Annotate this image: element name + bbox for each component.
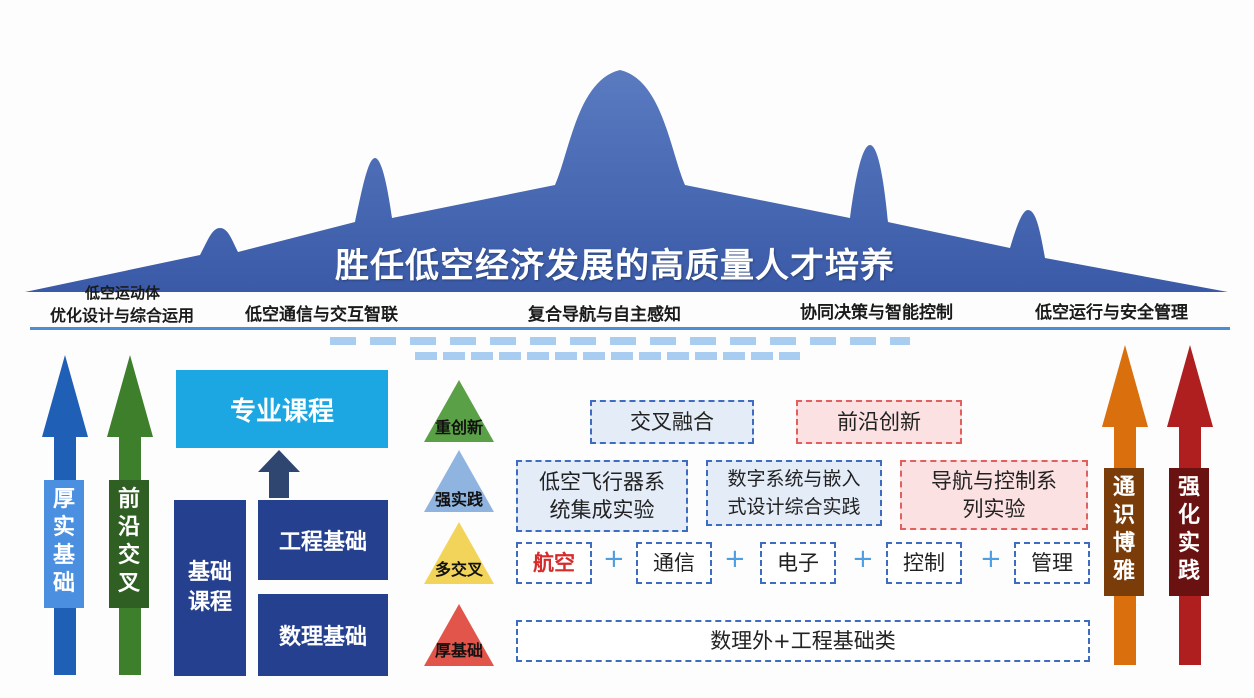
engineering-foundation: 工程基础 — [258, 500, 388, 580]
mountain-silhouette — [25, 70, 1228, 292]
level-foundation: 厚基础 — [434, 641, 483, 660]
basic-course-label: 基础课程 — [187, 560, 232, 615]
basic-course: 基础课程 — [174, 500, 246, 676]
level-innovation: 重创新 — [434, 418, 483, 437]
label-text: 强化实践 — [1178, 475, 1201, 584]
label-text: 厚实基础 — [53, 487, 76, 596]
discipline-control: 控制 — [886, 542, 962, 584]
box-line: 导航与控制系 — [931, 469, 1057, 493]
direction-low-altitude-body: 低空运动体 — [85, 284, 161, 302]
discipline-electronics: 电子 — [760, 542, 836, 584]
dashed-connector — [330, 337, 910, 345]
professional-course: 专业课程 — [176, 370, 388, 448]
box-line: 式设计综合实践 — [727, 496, 861, 518]
label-text: 通识博雅 — [1113, 475, 1136, 584]
box-line: 低空飞行器系 — [539, 470, 665, 494]
vertical-label-frontier-cross: 前沿交叉 — [109, 480, 149, 608]
triangle-icon — [424, 522, 494, 584]
box-navigation-control-experiment: 导航与控制系 列实验 — [900, 460, 1088, 530]
box-line: 列实验 — [962, 497, 1026, 521]
banner-title: 胜任低空经济发展的高质量人才培养 — [335, 246, 895, 286]
box-aircraft-integration-experiment: 低空飞行器系 统集成实验 — [516, 460, 688, 532]
vertical-label-solid-foundation: 厚实基础 — [44, 480, 84, 608]
discipline-aviation: 航空 — [516, 542, 592, 584]
vertical-label-liberal-education: 通识博雅 — [1104, 468, 1144, 596]
plus-icon: + — [980, 544, 1002, 574]
dashed-connector — [415, 352, 800, 360]
label-text: 前沿交叉 — [118, 487, 141, 596]
math-physics-foundation: 数理基础 — [258, 594, 388, 676]
arrow-up-icon — [258, 450, 300, 498]
direction-design: 优化设计与综合运用 — [50, 306, 195, 325]
direction-communication: 低空通信与交互智联 — [245, 305, 398, 325]
box-foundation-courses: 数理外+工程基础类 — [516, 620, 1090, 662]
box-line: 数字系统与嵌入 — [727, 468, 861, 490]
discipline-management: 管理 — [1014, 542, 1090, 584]
discipline-communication: 通信 — [636, 542, 712, 584]
triangle-icon — [424, 604, 494, 666]
triangle-icon — [424, 380, 494, 442]
box-line: 统集成实验 — [549, 498, 655, 522]
box-cross-integration: 交叉融合 — [590, 400, 754, 444]
plus-icon: + — [852, 544, 874, 574]
divider-line — [30, 327, 1230, 330]
plus-icon: + — [603, 544, 625, 574]
plus-icon: + — [724, 544, 746, 574]
triangle-icon — [424, 450, 494, 512]
level-practice: 强实践 — [434, 490, 483, 509]
direction-safety: 低空运行与安全管理 — [1035, 303, 1188, 323]
box-frontier-innovation: 前沿创新 — [796, 400, 962, 444]
vertical-label-strengthen-practice: 强化实践 — [1169, 468, 1209, 596]
level-cross: 多交叉 — [434, 560, 483, 579]
box-digital-embedded-practice: 数字系统与嵌入 式设计综合实践 — [706, 460, 882, 526]
direction-control: 协同决策与智能控制 — [800, 303, 953, 323]
direction-navigation: 复合导航与自主感知 — [528, 305, 681, 325]
